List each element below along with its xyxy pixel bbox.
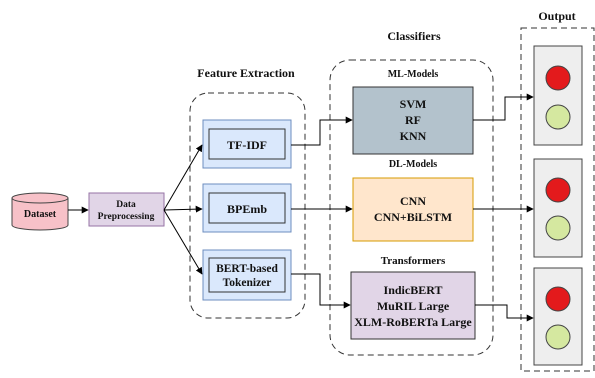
transformers-box: IndicBERT MuRIL Large XLM-RoBERTa Large xyxy=(350,271,476,340)
output-box-3 xyxy=(533,267,583,366)
ml-model-rf: RF xyxy=(405,113,421,127)
arrow-tfidf-to-ml xyxy=(291,116,353,146)
transformer-muril: MuRIL Large xyxy=(377,299,450,313)
feature-extraction-title: Feature Extraction xyxy=(197,66,295,80)
output-group xyxy=(520,27,595,372)
preprocessing-label-line1: Data xyxy=(116,200,136,210)
bert-tokenizer-label-line2: Tokenizer xyxy=(223,277,272,289)
preprocessing-label-line2: Preprocessing xyxy=(98,212,155,222)
bpemb-node: BPEmb xyxy=(202,183,292,233)
classifiers-group xyxy=(329,59,494,356)
dl-model-cnn-bilstm: CNN+BiLSTM xyxy=(374,210,452,224)
arrow-preprocessing-to-bpemb xyxy=(163,205,203,213)
arrow-preprocessing-to-bert xyxy=(163,209,203,275)
output-box-1 xyxy=(533,45,583,146)
ml-models-box: SVM RF KNN xyxy=(352,86,474,155)
output-red-light-3 xyxy=(545,286,571,312)
output-red-light-1 xyxy=(545,65,571,91)
transformer-xlm-roberta: XLM-RoBERTa Large xyxy=(354,315,472,329)
arrow-bert-to-transformers xyxy=(291,273,351,309)
preprocessing-node: Data Preprocessing xyxy=(88,192,165,227)
output-box-2 xyxy=(533,158,583,258)
arrow-preprocessing-to-tfidf xyxy=(163,144,203,211)
output-green-light-1 xyxy=(545,104,571,130)
arrow-ml-to-output xyxy=(473,93,534,121)
output-red-light-2 xyxy=(545,177,571,203)
output-green-light-3 xyxy=(545,324,571,350)
tfidf-label: TF-IDF xyxy=(227,138,267,152)
bert-tokenizer-label-line1: BERT-based xyxy=(216,263,278,275)
tfidf-node: TF-IDF xyxy=(202,119,292,169)
transformer-indicbert: IndicBERT xyxy=(384,283,443,297)
transformers-label: Transformers xyxy=(381,255,446,267)
output-title: Output xyxy=(538,9,575,23)
dataset-label: Dataset xyxy=(24,209,57,220)
ml-model-svm: SVM xyxy=(400,97,427,111)
classifiers-title: Classifiers xyxy=(387,29,441,43)
ml-model-knn: KNN xyxy=(400,129,427,143)
bert-tokenizer-node: BERT-based Tokenizer xyxy=(202,249,292,301)
ml-models-label: ML-Models xyxy=(388,69,439,80)
dl-models-box: CNN CNN+BiLSTM xyxy=(352,177,474,242)
arrow-transformers-to-output xyxy=(475,304,534,322)
dl-models-label: DL-Models xyxy=(389,159,437,170)
output-green-light-2 xyxy=(545,215,571,241)
feature-extraction-group xyxy=(189,92,306,319)
dl-model-cnn: CNN xyxy=(400,194,426,208)
bpemb-label: BPEmb xyxy=(227,202,267,216)
dataset-node: Dataset xyxy=(11,192,69,231)
